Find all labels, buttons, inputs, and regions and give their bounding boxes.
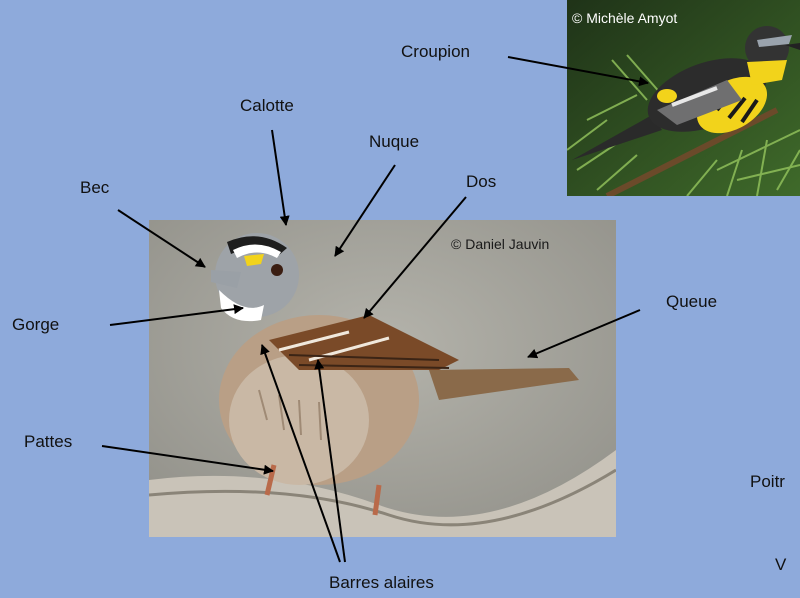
arrow-bec — [118, 210, 205, 267]
label-queue: Queue — [666, 292, 717, 312]
label-gorge: Gorge — [12, 315, 59, 335]
arrow-queue — [528, 310, 640, 357]
arrow-calotte — [272, 130, 286, 225]
arrow-barres-alaires-2 — [318, 360, 345, 562]
label-poitrine: Poitr — [750, 472, 785, 492]
arrow-croupion — [508, 57, 648, 83]
label-nuque: Nuque — [369, 132, 419, 152]
arrow-pattes — [102, 446, 273, 471]
label-bec: Bec — [80, 178, 109, 198]
label-barres-alaires: Barres alaires — [329, 573, 434, 593]
label-calotte: Calotte — [240, 96, 294, 116]
arrow-gorge — [110, 308, 243, 325]
arrow-dos — [364, 197, 466, 318]
label-dos: Dos — [466, 172, 496, 192]
label-pattes: Pattes — [24, 432, 72, 452]
arrow-barres-alaires-1 — [262, 345, 340, 562]
label-croupion: Croupion — [401, 42, 470, 62]
arrow-nuque — [335, 165, 395, 256]
label-ventre: V — [775, 555, 786, 575]
